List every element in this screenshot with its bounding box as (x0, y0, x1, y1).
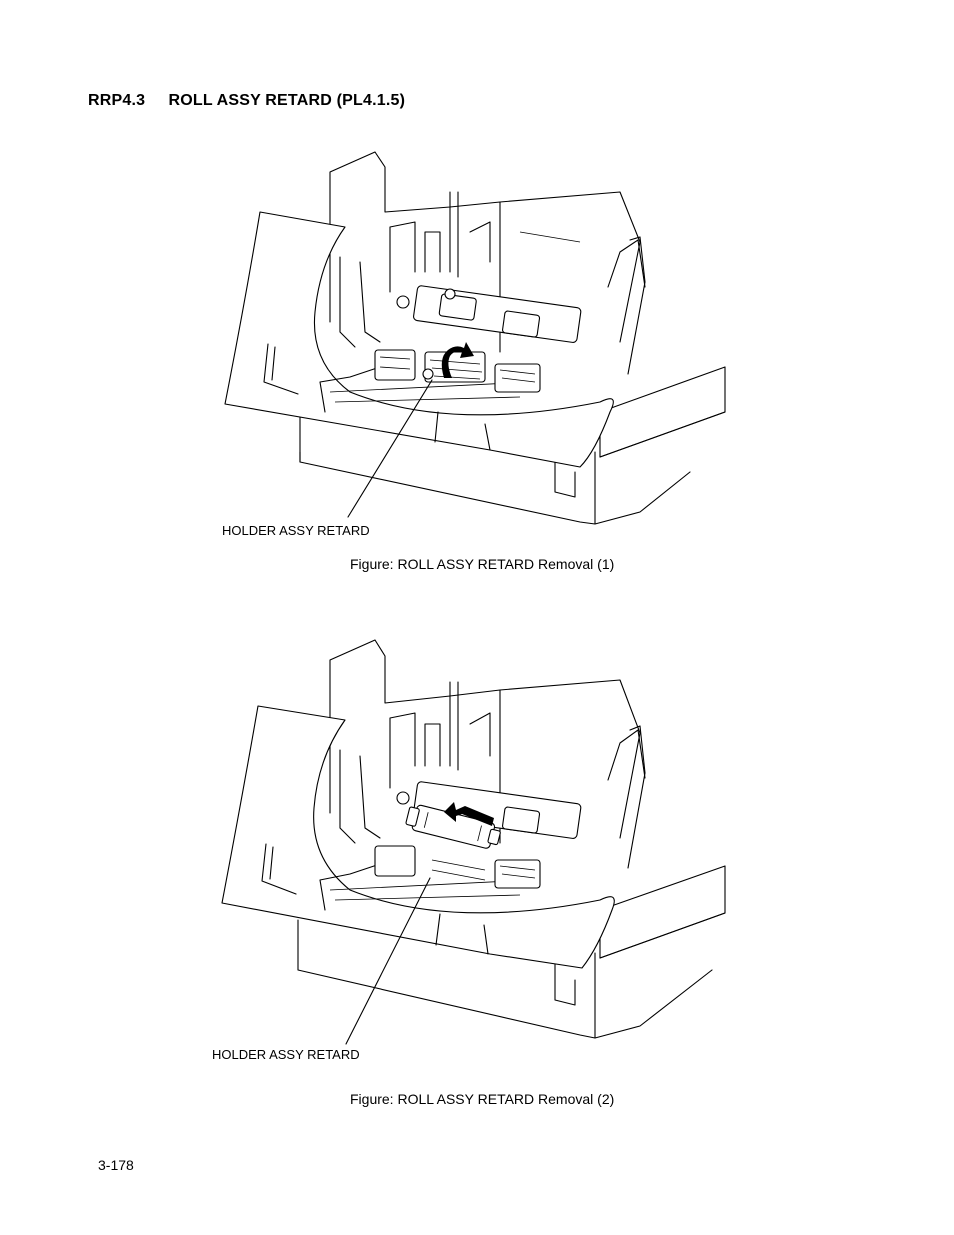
straight-pull-arrow (444, 802, 494, 826)
section-heading: RRP4.3 ROLL ASSY RETARD (PL4.1.5) (88, 92, 405, 110)
figure-2-illustration: HOLDER ASSY RETARD (200, 598, 740, 1066)
figure-2-caption: Figure: ROLL ASSY RETARD Removal (2) (350, 1091, 615, 1107)
callout-holder-assy-retard: HOLDER ASSY RETARD (222, 523, 370, 538)
page-number: 3-178 (98, 1157, 134, 1173)
section-title: ROLL ASSY RETARD (PL4.1.5) (168, 92, 406, 109)
figure-1-caption: Figure: ROLL ASSY RETARD Removal (1) (350, 556, 615, 572)
section-number: RRP4.3 (88, 92, 146, 109)
figure-1-illustration: HOLDER ASSY RETARD (200, 112, 740, 542)
curved-rotate-arrow (441, 342, 474, 378)
callout-holder-assy-retard: HOLDER ASSY RETARD (212, 1047, 360, 1062)
